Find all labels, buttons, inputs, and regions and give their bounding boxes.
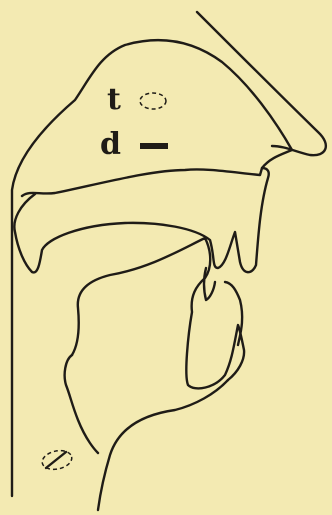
- palate: [14, 168, 268, 272]
- lower-jaw: [98, 380, 228, 510]
- upper-incisor: [204, 268, 215, 300]
- nose-outline: [197, 12, 326, 155]
- legend-marker-dashed-oval: [140, 93, 166, 109]
- lower-lip: [225, 282, 242, 345]
- tongue: [72, 238, 244, 388]
- legend-marker-solid-bar: [140, 143, 168, 149]
- epiglottis: [65, 355, 98, 453]
- legend-letter-d: d: [100, 127, 121, 162]
- legend-letter-t: t: [107, 82, 121, 117]
- glottis-marker: [40, 448, 73, 472]
